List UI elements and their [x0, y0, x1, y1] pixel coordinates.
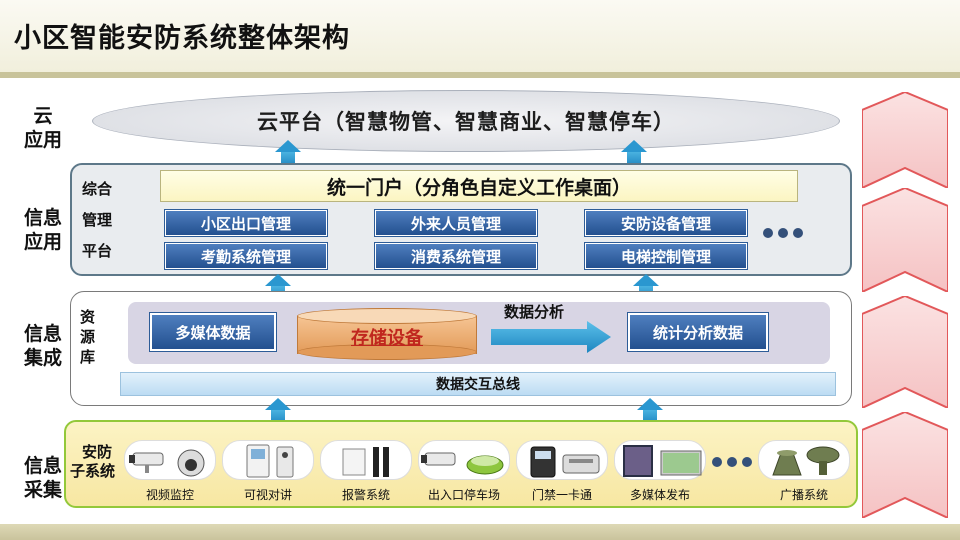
camera-icon [129, 449, 205, 477]
layer-label-collection-2: 采集 [23, 479, 62, 501]
resource-label-1: 资 [80, 308, 96, 326]
up-arrow-icon [621, 140, 647, 166]
resource-label-2: 源 [80, 328, 96, 346]
storage-device-label: 存储设备 [351, 328, 423, 349]
title-bar [0, 0, 960, 72]
module-box: 外来人员管理 [375, 210, 537, 236]
multimedia-data-box: 多媒体数据 [150, 313, 276, 351]
management-label-3: 平台 [82, 242, 113, 260]
layer-chevron [862, 412, 948, 518]
card-reader-icon [530, 446, 600, 478]
up-arrow-icon [275, 140, 301, 166]
unified-portal: 统一门户（分角色自定义工作桌面） [160, 170, 798, 202]
module-box: 小区出口管理 [165, 210, 327, 236]
intercom-icon [246, 444, 294, 478]
alarm-system-device [320, 440, 412, 480]
layer-chevron [862, 92, 948, 188]
layer-chevron [862, 296, 948, 408]
parking-entrance-device [418, 440, 510, 480]
layer-label-integration-2: 集成 [23, 347, 62, 369]
device-label: 出入口停车场 [427, 488, 500, 502]
more-dots-icon [763, 228, 803, 238]
footer-bar [0, 524, 960, 540]
cloud-platform-label: 云平台（智慧物管、智慧商业、智慧停车） [257, 110, 675, 134]
layer-label-integration-1: 信息 [23, 323, 62, 345]
module-box: 电梯控制管理 [585, 243, 747, 269]
speaker-icon [772, 446, 840, 476]
layer-label-cloud-2: 应用 [23, 129, 62, 151]
display-screen-icon [623, 445, 702, 477]
statistics-data-box: 统计分析数据 [628, 313, 768, 351]
device-label: 视频监控 [145, 488, 194, 502]
layer-chevron [862, 188, 948, 292]
layer-label-app-1: 信息 [23, 207, 62, 229]
right-arrow-icon [491, 321, 611, 353]
module-box: 考勤系统管理 [165, 243, 327, 269]
video-surveillance-device [124, 440, 216, 480]
cloud-platform: 云平台（智慧物管、智慧商业、智慧停车） [92, 90, 840, 152]
device-label: 报警系统 [341, 488, 390, 502]
module-box: 消费系统管理 [375, 243, 537, 269]
video-intercom-device [222, 440, 314, 480]
device-label: 门禁一卡通 [531, 488, 592, 502]
subsystem-label-2: 子系统 [70, 462, 116, 480]
device-label: 广播系统 [779, 488, 828, 502]
layer-label-collection-1: 信息 [23, 455, 62, 477]
page-title: 小区智能安防系统整体架构 [14, 23, 350, 54]
resource-label-3: 库 [80, 348, 96, 366]
alarm-sensor-icon [342, 447, 389, 477]
data-bus: 数据交互总线 [120, 372, 836, 396]
layer-label-app-2: 应用 [23, 231, 62, 253]
access-card-device [516, 440, 608, 480]
multimedia-display-device [614, 440, 706, 480]
data-analysis-label: 数据分析 [504, 303, 565, 321]
management-label-2: 管理 [82, 211, 113, 229]
device-label: 多媒体发布 [629, 488, 690, 502]
device-label: 可视对讲 [243, 488, 292, 502]
storage-device-cylinder [297, 308, 477, 360]
layer-label-cloud-1: 云 [33, 105, 53, 127]
title-underline [0, 72, 960, 78]
management-label-1: 综合 [82, 180, 113, 198]
more-dots-icon [712, 457, 752, 467]
parking-camera-icon [421, 452, 504, 475]
broadcast-system-device [758, 440, 850, 480]
module-box: 安防设备管理 [585, 210, 747, 236]
subsystem-label-1: 安防 [82, 443, 113, 461]
